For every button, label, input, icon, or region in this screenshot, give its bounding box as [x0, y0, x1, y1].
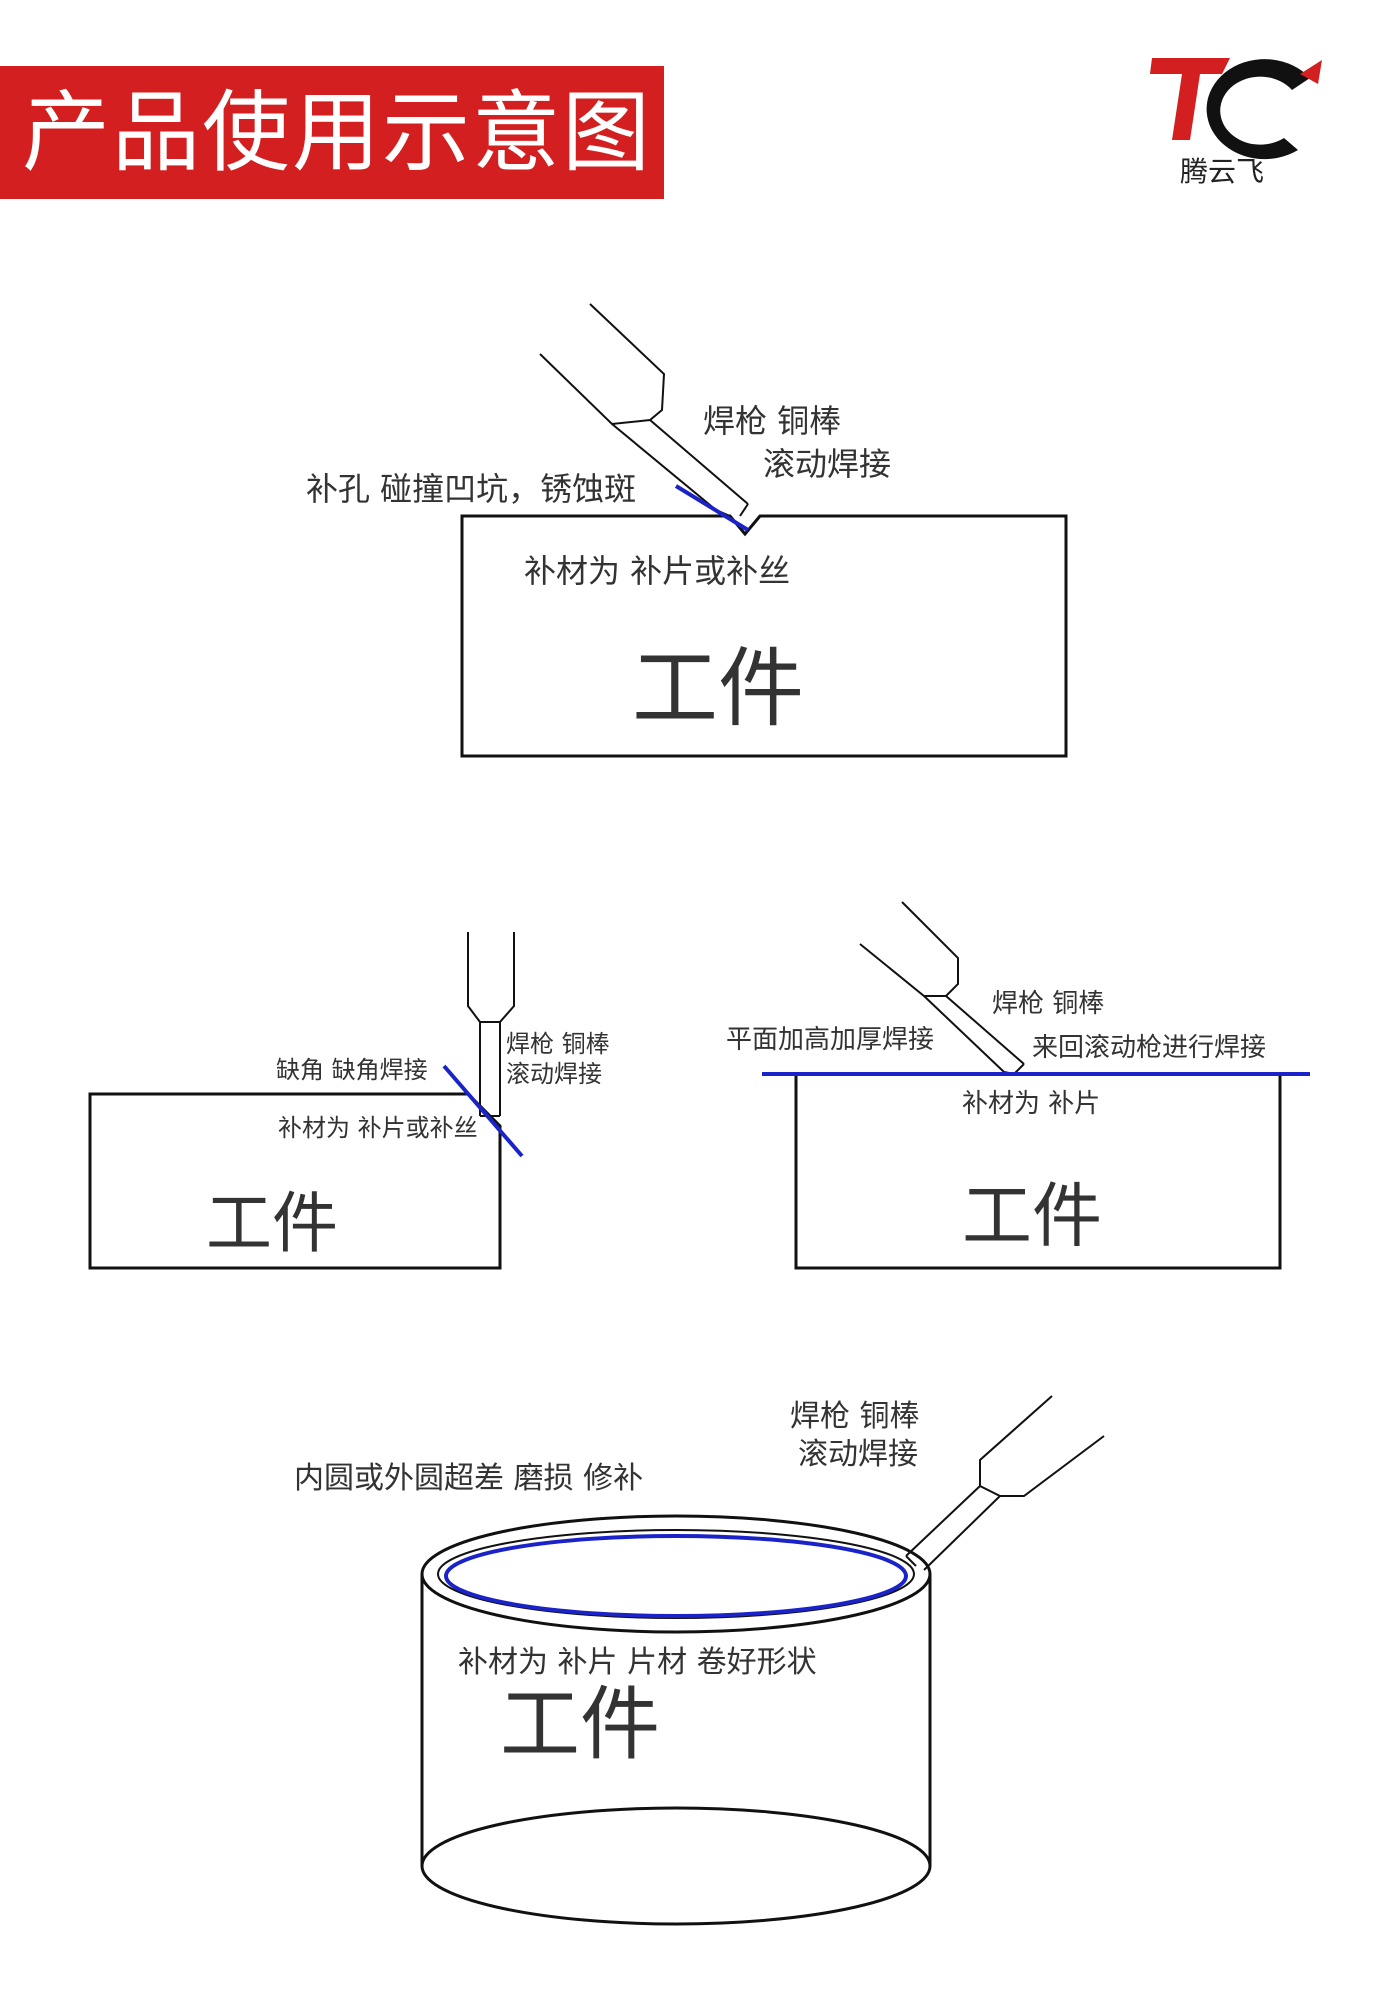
material-label-4: 补材为 补片 片材 卷好形状	[458, 1645, 817, 1680]
workpiece-label-4: 工件	[500, 1678, 660, 1771]
gun-label-3: 焊枪 铜棒	[992, 989, 1104, 1019]
material-label-1: 补材为 补片或补丝	[524, 552, 790, 590]
rolling-label-2: 滚动焊接	[506, 1060, 602, 1088]
brand-name: 腾云飞	[1180, 155, 1265, 188]
welding-gun-3	[859, 901, 1025, 1075]
workpiece-label-1: 工件	[632, 639, 804, 739]
diagram-2: 焊枪 铜棒 滚动焊接 缺角 缺角焊接 补材为 补片或补丝 工件	[88, 932, 610, 1270]
welding-gun-1	[539, 303, 749, 517]
filler-line-1	[674, 484, 750, 532]
material-label-3: 补材为 补片	[962, 1089, 1100, 1119]
cylinder-workpiece	[420, 1574, 932, 1866]
material-label-2: 补材为 补片或补丝	[278, 1114, 478, 1142]
diagram-4: 焊枪 铜棒 滚动焊接 内圆或外圆超差 磨损 修补 补材为 补片 片材 卷好形状 …	[294, 1395, 1105, 1926]
brand-logo	[1150, 58, 1322, 160]
rolling-label-1: 滚动焊接	[763, 445, 891, 483]
defect-label-3: 平面加高加厚焊接	[726, 1025, 934, 1055]
workpiece-label-3: 工件	[962, 1175, 1102, 1257]
rolling-label-3: 来回滚动枪进行焊接	[1032, 1033, 1266, 1063]
rolling-label-4: 滚动焊接	[798, 1437, 918, 1472]
diagram-3: 焊枪 铜棒 来回滚动枪进行焊接 平面加高加厚焊接 补材为 补片 工件	[726, 901, 1310, 1270]
workpiece-label-2: 工件	[206, 1185, 338, 1262]
workpiece-2	[88, 1092, 502, 1270]
welding-gun-4	[905, 1395, 1105, 1571]
filler-ring-4	[444, 1534, 908, 1618]
gun-label-1: 焊枪 铜棒	[703, 402, 841, 440]
defect-label-4: 内圆或外圆超差 磨损 修补	[294, 1461, 643, 1496]
gun-label-4: 焊枪 铜棒	[790, 1399, 920, 1434]
title-banner: 产品使用示意图	[0, 66, 664, 199]
gun-label-2: 焊枪 铜棒	[506, 1030, 610, 1058]
defect-label-2: 缺角 缺角焊接	[276, 1056, 428, 1084]
defect-label-1: 补孔 碰撞凹坑，锈蚀斑	[306, 470, 636, 508]
diagram-1: 焊枪 铜棒 滚动焊接 补孔 碰撞凹坑，锈蚀斑 补材为 补片或补丝 工件	[306, 303, 1068, 758]
filler-line-2	[442, 1064, 524, 1158]
welding-gun-2	[467, 932, 515, 1117]
page-title: 产品使用示意图	[22, 80, 653, 184]
